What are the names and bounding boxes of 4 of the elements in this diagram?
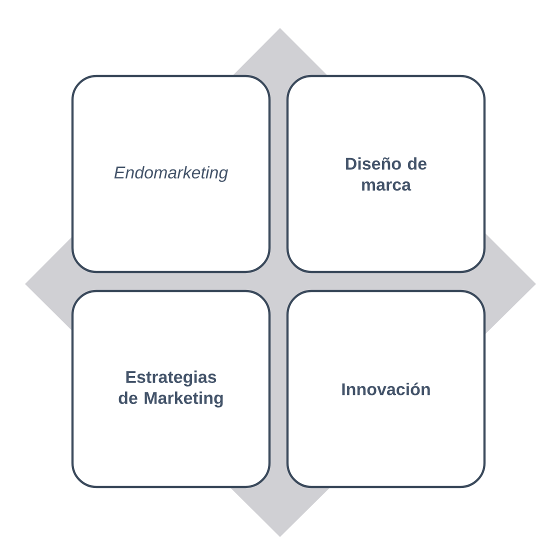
rounded-box: Endomarketing bbox=[71, 74, 271, 274]
rounded-box: Estrategias de Marketing bbox=[71, 290, 271, 488]
rounded-box: Innovación bbox=[286, 290, 486, 488]
rounded-box: Diseño de marca bbox=[286, 74, 486, 274]
